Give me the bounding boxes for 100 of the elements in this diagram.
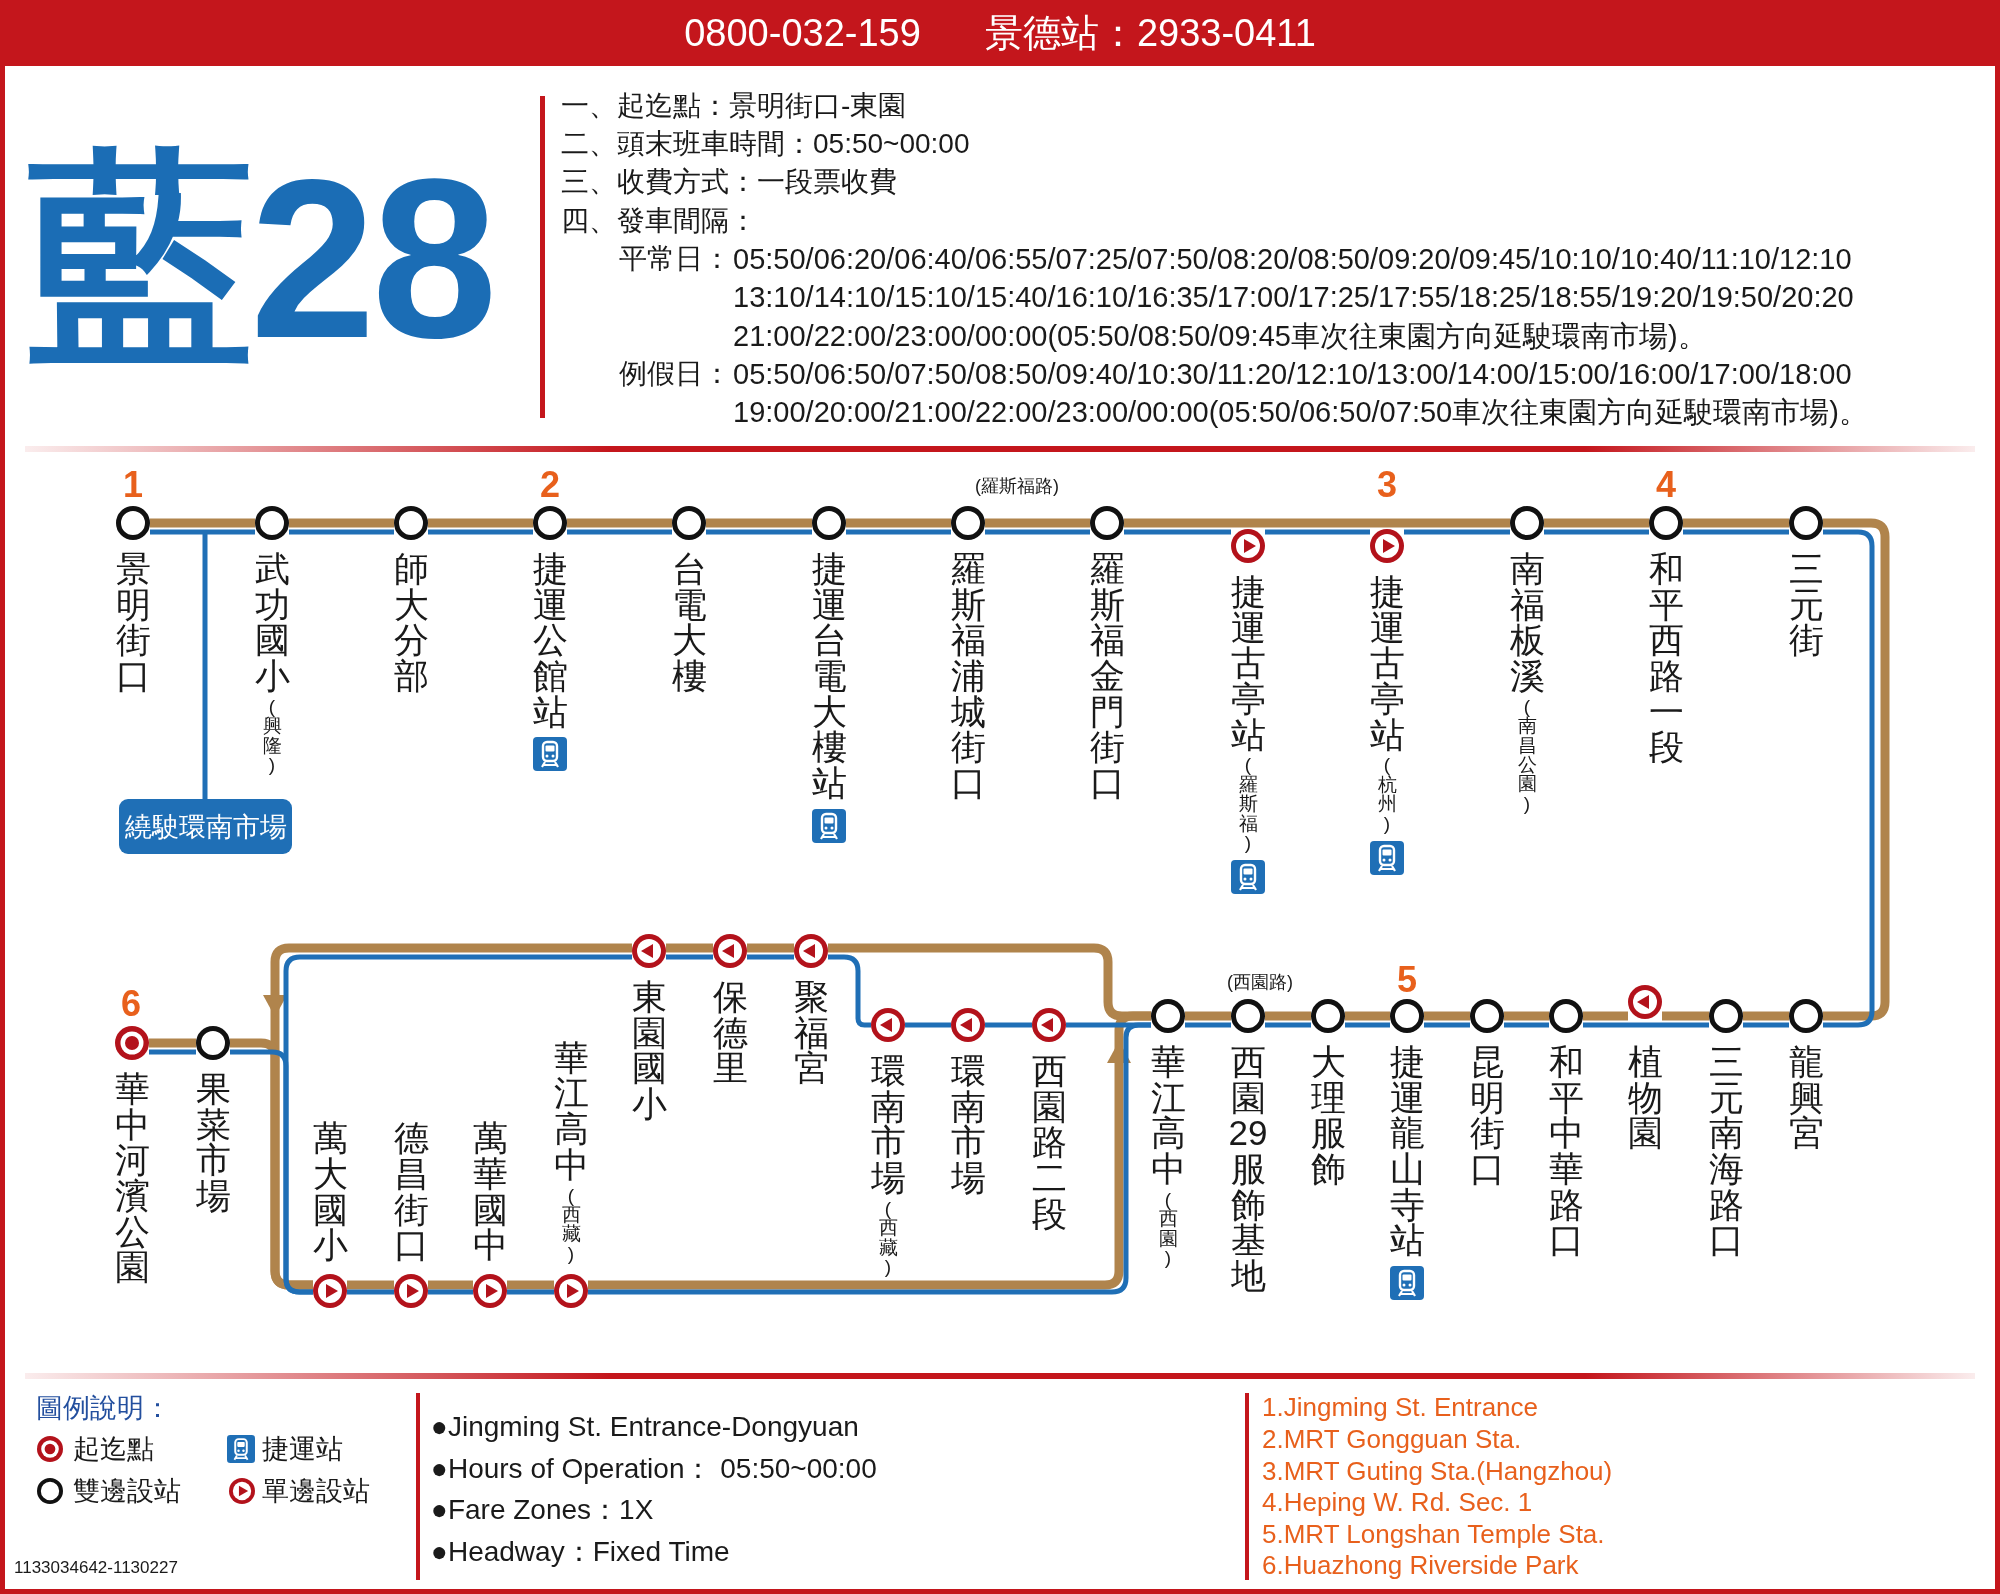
road-label: (西園路) bbox=[1227, 971, 1293, 993]
info-line: ●Hours of Operation： 05:50~00:00 bbox=[431, 1452, 877, 1486]
route-line bbox=[1743, 1022, 1789, 1028]
stop-name: 捷運龍山寺站 bbox=[1388, 1044, 1426, 1259]
triangle-circle-icon bbox=[794, 934, 828, 968]
stop-name: 昆明街口 bbox=[1468, 1044, 1506, 1187]
ring-icon bbox=[812, 506, 846, 540]
stop-name: 環南市場 bbox=[869, 1053, 907, 1196]
ring-icon bbox=[1649, 506, 1683, 540]
stop-name: 東園國小 bbox=[630, 979, 668, 1122]
route-line bbox=[1683, 518, 1789, 528]
route-line bbox=[150, 518, 255, 528]
route-line bbox=[289, 518, 394, 528]
stop-list-item: 5.MRT Longshan Temple Sta. bbox=[1262, 1519, 1605, 1551]
stop-list-item: 3.MRT Guting Sta.(Hangzhou) bbox=[1262, 1456, 1613, 1488]
stop-name: 德昌街口 bbox=[392, 1120, 430, 1263]
stop-name: 羅斯福浦城街口 bbox=[949, 551, 987, 801]
route-line bbox=[507, 1280, 554, 1290]
stop-list-item: 1.Jingming St. Entrance bbox=[1262, 1392, 1539, 1424]
route-line bbox=[507, 1289, 554, 1295]
ring-icon bbox=[672, 506, 706, 540]
stop-name: 捷運公館站 bbox=[531, 551, 569, 730]
route-line bbox=[150, 529, 255, 535]
route-line bbox=[706, 518, 812, 528]
triangle-circle-icon bbox=[1370, 529, 1404, 563]
route-line bbox=[1424, 1022, 1470, 1028]
road-label: (羅斯福路) bbox=[975, 475, 1059, 497]
callout-number: 5 bbox=[1397, 959, 1417, 1001]
triangle-circle-icon bbox=[1231, 529, 1265, 563]
stop-name: 華中河濱公園 bbox=[113, 1071, 151, 1286]
triangle-circle-icon bbox=[1628, 985, 1662, 1019]
ring-icon bbox=[1231, 999, 1265, 1033]
route-line bbox=[666, 943, 713, 953]
route-line bbox=[706, 529, 812, 535]
info-line: 三、收費方式：一段票收費 bbox=[561, 165, 897, 199]
route-line bbox=[1823, 518, 1890, 1021]
stop-note: (西園) bbox=[1157, 1189, 1179, 1268]
callout-number: 1 bbox=[123, 464, 143, 506]
triangle-circle-icon bbox=[473, 1274, 507, 1308]
stop-name: 龍興宮 bbox=[1787, 1044, 1825, 1152]
route-line bbox=[567, 518, 672, 528]
ring-icon bbox=[1151, 999, 1185, 1033]
route-line bbox=[149, 1038, 196, 1048]
route-line bbox=[428, 529, 533, 535]
ring-icon bbox=[1789, 506, 1823, 540]
stop-name: 景明街口 bbox=[114, 551, 152, 694]
route-line bbox=[1683, 529, 1789, 535]
schedule-label: 平常日： bbox=[619, 242, 731, 276]
callout-number: 3 bbox=[1377, 464, 1397, 506]
route-line bbox=[1424, 1011, 1470, 1021]
route-line bbox=[846, 529, 951, 535]
bullseye-icon bbox=[115, 1026, 149, 1060]
stop-list-item: 6.Huazhong Riverside Park bbox=[1262, 1550, 1579, 1582]
route-tag: 繞駛環南市場 bbox=[119, 799, 292, 854]
stop-name: 三元街 bbox=[1787, 551, 1825, 659]
stop-name: 師大分部 bbox=[392, 551, 430, 694]
stop-name: 環南市場 bbox=[949, 1053, 987, 1196]
stop-name: 植物園 bbox=[1626, 1044, 1664, 1152]
stop-note: (杭州) bbox=[1376, 755, 1398, 833]
stop-name: 捷運古亭站 bbox=[1229, 574, 1267, 753]
stop-list-item: 4.Heping W. Rd. Sec. 1 bbox=[1262, 1487, 1533, 1519]
route-line bbox=[1544, 518, 1649, 528]
ring-icon bbox=[1470, 999, 1504, 1033]
stop-note: (西藏) bbox=[877, 1198, 899, 1277]
stop-name: 萬大國小 bbox=[311, 1120, 349, 1263]
route-line bbox=[985, 1022, 1032, 1028]
stop-name: 和平西路一段 bbox=[1647, 551, 1685, 766]
route-line bbox=[905, 1022, 951, 1028]
route-line bbox=[1265, 529, 1370, 535]
ring-icon bbox=[1789, 999, 1823, 1033]
stop-name: 捷運台電大樓站 bbox=[810, 551, 848, 801]
route-line bbox=[1504, 1022, 1549, 1028]
stop-name: 三元南海路口 bbox=[1707, 1044, 1745, 1259]
triangle-circle-icon bbox=[713, 934, 747, 968]
triangle-circle-icon bbox=[313, 1274, 347, 1308]
stop-name: 果菜市場 bbox=[194, 1071, 232, 1214]
info-line: 一、起迄點：景明街口-東園 bbox=[561, 89, 907, 123]
stop-name: 西園29服飾基地 bbox=[1227, 1044, 1269, 1294]
callout-number: 6 bbox=[121, 983, 141, 1025]
ring-icon bbox=[1311, 999, 1345, 1033]
legend-title: 圖例說明： bbox=[36, 1391, 171, 1425]
route-line bbox=[985, 518, 1090, 528]
ring-icon bbox=[533, 506, 567, 540]
stop-name: 和平中華路口 bbox=[1547, 1044, 1585, 1259]
legend-label: 雙邊設站 bbox=[73, 1474, 181, 1508]
legend-label: 單邊設站 bbox=[262, 1474, 370, 1508]
route-line bbox=[1404, 529, 1510, 535]
route-line bbox=[828, 954, 871, 1028]
route-line bbox=[1544, 529, 1649, 535]
stop-name: 華江高中 bbox=[1149, 1044, 1187, 1187]
stop-name: 台電大樓 bbox=[670, 551, 708, 694]
ring-icon bbox=[255, 506, 289, 540]
route-line bbox=[1124, 529, 1231, 535]
ring-icon bbox=[1390, 999, 1424, 1033]
ring-icon bbox=[1709, 999, 1743, 1033]
route-line bbox=[846, 518, 951, 528]
ring-icon bbox=[1090, 506, 1124, 540]
legend-label: 起迄點 bbox=[73, 1432, 154, 1466]
ring-icon bbox=[1549, 999, 1583, 1033]
route-line bbox=[149, 1049, 196, 1055]
